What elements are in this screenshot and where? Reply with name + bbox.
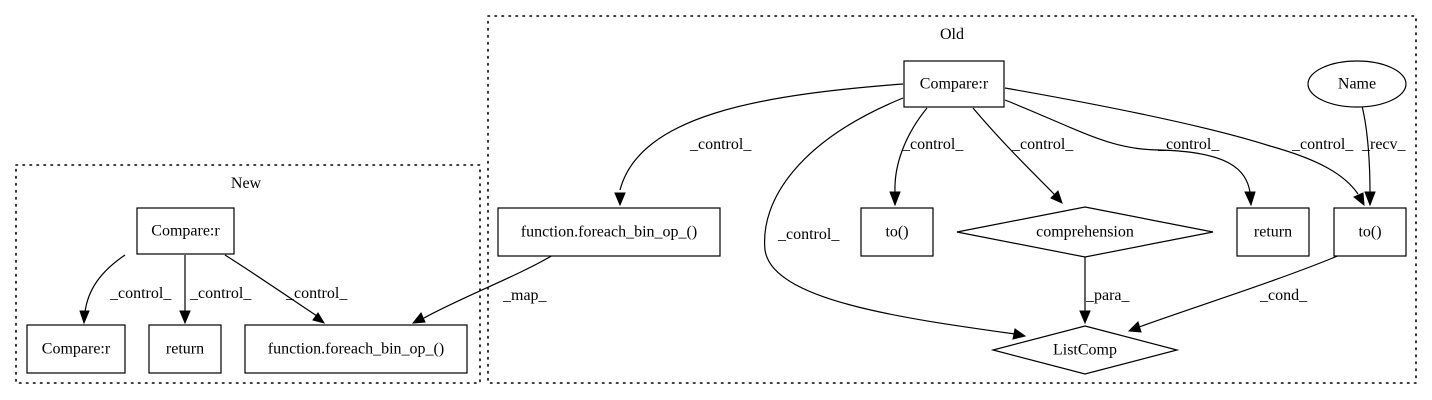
node-old-foreach[interactable]: function.foreach_bin_op_(): [497, 207, 721, 257]
node-box: [244, 324, 468, 374]
node-label: Compare:r: [151, 223, 220, 240]
cluster-old-border: [487, 15, 1417, 384]
arrowhead: [312, 312, 326, 324]
node-box: [148, 324, 222, 374]
cluster-new-border: [15, 164, 481, 384]
node-box: [1333, 207, 1407, 257]
edge-label: _control_: [777, 226, 840, 243]
edge-path: [423, 254, 554, 319]
edge-path: [1138, 254, 1341, 328]
edge-old-to2-to-listcomp: _cond_: [1127, 254, 1341, 333]
node-ellipse: [1307, 60, 1407, 108]
node-label: Compare:r: [920, 76, 989, 93]
node-old-name[interactable]: Name: [1307, 60, 1407, 108]
edge-label: _control_: [189, 285, 252, 302]
edge-label: _control_: [109, 285, 172, 302]
node-label: return: [1254, 224, 1292, 241]
arrowhead: [1353, 192, 1365, 207]
node-label: return: [166, 341, 204, 358]
edge-old-comprehension-to-listcomp: _para_: [1079, 256, 1131, 325]
arrowhead: [1127, 321, 1142, 333]
node-old-comprehension[interactable]: comprehension: [956, 206, 1214, 258]
node-label: function.foreach_bin_op_(): [521, 224, 697, 241]
node-label: ListComp: [1053, 342, 1117, 359]
edge-old-compare-to-foreach: _control_: [614, 83, 904, 207]
node-old-compare-r[interactable]: Compare:r: [903, 60, 1005, 108]
arrowhead: [1364, 191, 1376, 207]
edge-label: _control_: [689, 136, 752, 153]
node-old-listcomp[interactable]: ListComp: [990, 325, 1180, 375]
edge-path: [224, 254, 318, 317]
edge-label: _cond_: [1259, 287, 1308, 304]
edge-label: _control_: [1011, 136, 1074, 153]
edge-new-compare-to-return: _control_: [179, 255, 252, 325]
edge-path: [1361, 105, 1371, 193]
arrowhead: [614, 192, 626, 207]
node-new-compare-r-child[interactable]: Compare:r: [26, 324, 126, 374]
arrowhead: [179, 310, 191, 325]
node-new-foreach[interactable]: function.foreach_bin_op_(): [244, 324, 468, 374]
node-label: to(): [885, 224, 908, 241]
node-diamond: [990, 325, 1180, 375]
edge-label: _control_: [901, 136, 964, 153]
node-label: to(): [1358, 224, 1381, 241]
node-label: Compare:r: [42, 341, 111, 358]
arrowhead: [1244, 191, 1256, 207]
node-diamond: [956, 206, 1214, 258]
arrowhead: [889, 191, 901, 207]
node-old-to-1[interactable]: to(): [860, 207, 934, 257]
edge-new-compare-to-compare: _control_: [79, 254, 172, 325]
cluster-old: Old: [487, 15, 1417, 384]
edge-old-compare-to-return: _control_: [1004, 99, 1256, 207]
edge-path: [619, 83, 904, 191]
node-box: [1236, 207, 1310, 257]
cluster-old-title: Old: [940, 26, 964, 43]
edge-label: _para_: [1085, 287, 1131, 304]
edge-path: [894, 107, 928, 193]
cluster-new: New: [15, 164, 481, 384]
node-box: [497, 207, 721, 257]
edge-old-name-to-to2: _recv_: [1361, 105, 1407, 207]
edge-old-compare-to-to2: _control_: [1004, 87, 1365, 207]
arrowhead: [1050, 190, 1063, 204]
edge-path: [763, 97, 1016, 335]
cluster-new-title: New: [231, 175, 262, 192]
edge-new-compare-to-foreach: _control_: [224, 254, 348, 324]
edge-old-compare-to-to1: _control_: [889, 107, 964, 207]
edge-path: [1004, 99, 1251, 193]
node-label: function.foreach_bin_op_(): [268, 341, 444, 358]
node-old-return[interactable]: return: [1236, 207, 1310, 257]
arrowhead: [1079, 310, 1091, 325]
node-label: Name: [1338, 76, 1376, 93]
node-new-return[interactable]: return: [148, 324, 222, 374]
edge-label: _control_: [1291, 136, 1354, 153]
node-new-compare-r[interactable]: Compare:r: [136, 207, 235, 255]
edge-old-foreach-to-new-foreach: _map_: [411, 254, 554, 324]
arrowhead: [411, 312, 426, 324]
edge-path: [84, 254, 126, 313]
edge-old-compare-to-listcomp: _control_: [763, 97, 1027, 340]
node-box: [136, 207, 235, 255]
edge-path: [972, 107, 1056, 196]
edge-old-compare-to-comprehension: _control_: [972, 107, 1074, 204]
edge-label: _control_: [285, 285, 348, 302]
node-box: [860, 207, 934, 257]
edge-label: _recv_: [1361, 136, 1407, 153]
edge-label: _map_: [502, 287, 548, 304]
edge-path: [1004, 87, 1359, 195]
edge-label: _control_: [1157, 136, 1220, 153]
node-old-to-2[interactable]: to(): [1333, 207, 1407, 257]
node-label: comprehension: [1036, 224, 1134, 241]
node-box: [903, 60, 1005, 108]
node-box: [26, 324, 126, 374]
arrowhead: [79, 310, 90, 325]
arrowhead: [1012, 328, 1027, 340]
